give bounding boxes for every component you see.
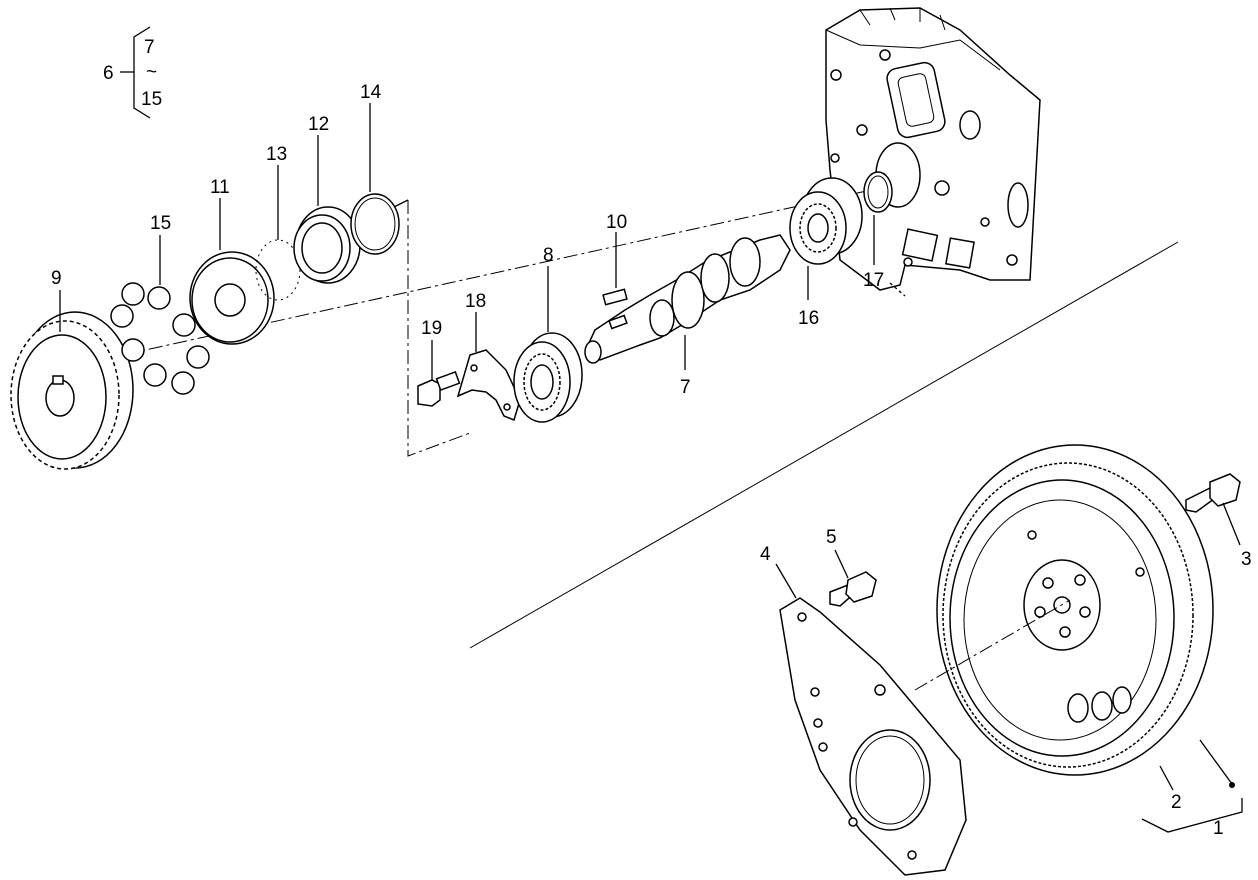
adapter-plate — [779, 597, 967, 876]
callout-5: 5 — [826, 527, 837, 548]
callout-2: 2 — [1171, 792, 1182, 813]
callout-17: 17 — [863, 270, 884, 291]
callout-15: 15 — [150, 213, 171, 234]
callout-16: 16 — [798, 308, 819, 329]
seal-ring — [863, 171, 893, 213]
bearing-ring — [293, 206, 361, 284]
rear-bearing — [789, 177, 863, 265]
group-range-start: 7 — [144, 37, 155, 58]
ball-retainer — [255, 239, 301, 301]
callout-19: 19 — [421, 318, 442, 339]
camshaft — [584, 234, 791, 364]
callout-8: 8 — [543, 245, 554, 266]
group-range-tilde: ~ — [146, 62, 157, 83]
bearing-balls — [110, 282, 210, 395]
leader-lines — [59, 103, 1243, 833]
snap-ring — [350, 193, 400, 255]
callout-10: 10 — [606, 212, 627, 233]
callout-13: 13 — [266, 144, 287, 165]
callout-18: 18 — [465, 291, 486, 312]
camshaft-gear — [10, 311, 134, 470]
group-bracket: 6 7 ~ 15 — [103, 26, 162, 119]
flywheel-axis-line — [914, 599, 1071, 691]
bearing-retainer — [456, 349, 521, 422]
front-bearing — [513, 332, 583, 423]
callout-14: 14 — [360, 82, 382, 103]
callout-7: 7 — [680, 377, 691, 398]
group-number: 6 — [103, 63, 114, 84]
callout-1: 1 — [1213, 818, 1224, 839]
callout-9: 9 — [51, 268, 62, 289]
callout-labels: 1 2 3 4 5 7 8 9 10 11 12 13 14 15 16 17 … — [51, 82, 1252, 839]
woodruff-key — [602, 288, 628, 306]
adapter-bolt — [829, 571, 877, 607]
retainer-bolt — [417, 370, 461, 407]
callout-3: 3 — [1241, 549, 1252, 570]
callout-11: 11 — [210, 177, 230, 198]
group-range-end: 15 — [141, 89, 162, 110]
section-divider-line — [469, 241, 1179, 649]
flywheel-bolt — [1185, 473, 1241, 513]
assembly-guide-line — [407, 200, 471, 457]
engine-block — [825, 7, 1041, 291]
thrust-plate — [189, 251, 275, 345]
callout-12: 12 — [308, 114, 329, 135]
callout-4: 4 — [760, 544, 771, 565]
flywheel — [936, 444, 1214, 776]
